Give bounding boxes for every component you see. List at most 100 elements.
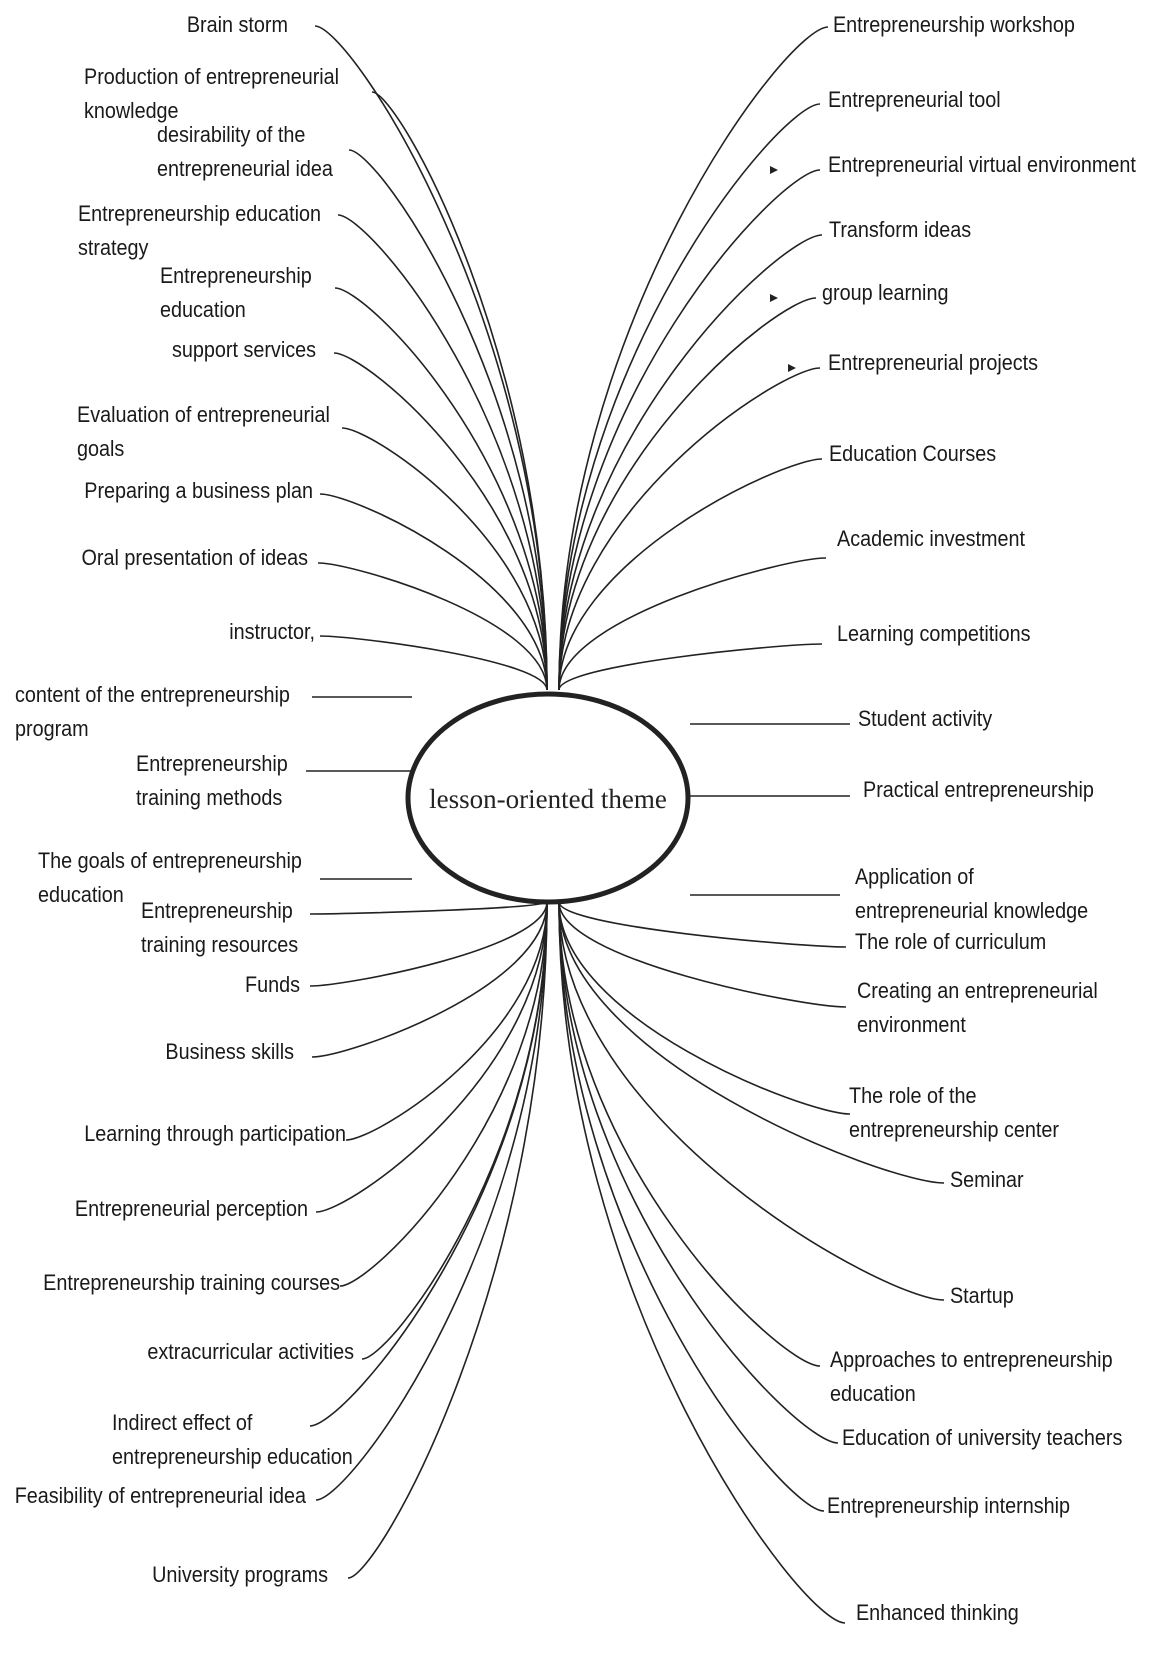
right-sub-theme-label: Transform ideas [829, 218, 971, 242]
label-line: strategy [78, 236, 149, 260]
right-connector-line [558, 901, 847, 1008]
label-line: The goals of entrepreneurship [38, 849, 302, 873]
label-line: entrepreneurial knowledge [855, 899, 1088, 923]
label-line: Entrepreneurship [136, 752, 288, 776]
label-line: group learning [822, 281, 948, 305]
central-theme-ellipse [405, 691, 691, 905]
label-line: Entrepreneurial projects [828, 351, 1038, 375]
label-line: environment [857, 1013, 966, 1037]
right-sub-theme-label: group learning [822, 281, 948, 305]
left-connector-line [347, 901, 548, 1579]
left-sub-theme-label: desirability of the entrepreneurial idea [157, 123, 333, 181]
right-connector-line [558, 901, 851, 1115]
right-sub-theme-label: Approaches to entrepreneurship education [830, 1348, 1113, 1406]
label-line: Entrepreneurship education [78, 202, 321, 226]
label-line: Feasibility of entrepreneurial idea [15, 1484, 307, 1508]
label-line: Entrepreneurship training courses [43, 1271, 340, 1295]
label-line: Business skills [165, 1040, 294, 1064]
label-line: Production of entrepreneurial [84, 65, 339, 89]
right-sub-theme-label: Startup [950, 1284, 1014, 1308]
right-connector-line [558, 458, 823, 691]
left-connector-line [339, 901, 548, 1287]
right-connector-line [558, 901, 945, 1301]
left-sub-theme-label: Entrepreneurship training courses [43, 1271, 340, 1295]
central-theme-node: lesson-oriented theme [405, 691, 691, 905]
label-line: education [830, 1382, 916, 1406]
left-sub-theme-label: Business skills [165, 1040, 294, 1064]
right-sub-theme-label: Education of university teachers [842, 1426, 1122, 1450]
left-sub-theme-label: Feasibility of entrepreneurial idea [15, 1484, 307, 1508]
left-sub-theme-label: support services [172, 338, 316, 362]
right-sub-theme-label: Entrepreneurial tool [828, 88, 1001, 112]
left-connector-line [311, 901, 548, 1058]
left-sub-theme-label: Learning through participation [84, 1122, 346, 1146]
left-connector-line [315, 901, 548, 1213]
label-line: Education Courses [829, 442, 996, 466]
left-sub-theme-label: extracurricular activities [147, 1340, 354, 1364]
right-connector-line [558, 169, 821, 691]
label-line: Learning competitions [837, 622, 1031, 646]
label-line: entrepreneurship center [849, 1118, 1059, 1142]
arrowhead-icon [770, 166, 778, 174]
label-line: Entrepreneurial perception [75, 1197, 308, 1221]
label-line: Evaluation of entrepreneurial [77, 403, 330, 427]
right-connector-line [558, 901, 825, 1512]
right-connector-line [558, 901, 839, 1444]
left-connector-line [309, 901, 548, 915]
left-sub-theme-label: Entrepreneurial perception [75, 1197, 308, 1221]
right-sub-theme-label: The role of curriculum [855, 930, 1046, 954]
left-connector-line [315, 901, 548, 1501]
label-line: desirability of the [157, 123, 305, 147]
label-line: training methods [136, 786, 282, 810]
left-connector-line [317, 562, 548, 691]
left-connector-line [314, 25, 548, 691]
right-connector-line [558, 103, 821, 691]
central-theme-label: lesson-oriented theme [429, 784, 667, 814]
right-sub-theme-label: Learning competitions [837, 622, 1031, 646]
right-connector-line [558, 297, 817, 691]
left-sub-theme-label: instructor, [229, 620, 315, 644]
label-line: entrepreneurial idea [157, 157, 333, 181]
label-line: Academic investment [837, 527, 1025, 551]
right-connector-line [558, 901, 846, 1624]
left-connector-line [361, 901, 548, 1360]
left-sub-theme-label: The goals of entrepreneurship education [38, 849, 302, 907]
left-connector-line [309, 901, 548, 1427]
left-connector-line [345, 901, 548, 1141]
left-connector-line [309, 901, 548, 987]
right-sub-theme-label: Entrepreneurial projects [828, 351, 1038, 375]
label-line: Creating an entrepreneurial [857, 979, 1098, 1003]
right-sub-theme-label: Academic investment [837, 527, 1025, 551]
right-sub-theme-label: Application of entrepreneurial knowledge [855, 865, 1088, 923]
label-line: Seminar [950, 1168, 1024, 1192]
label-line: Transform ideas [829, 218, 971, 242]
label-line: Entrepreneurship internship [827, 1494, 1070, 1518]
label-line: education [38, 883, 124, 907]
label-line: Preparing a business plan [84, 479, 313, 503]
label-line: Student activity [858, 707, 993, 731]
label-line: training resources [141, 933, 298, 957]
left-sub-theme-label: University programs [152, 1563, 328, 1587]
left-connector-line [334, 287, 548, 691]
label-line: University programs [152, 1563, 328, 1587]
label-line: Approaches to entrepreneurship [830, 1348, 1113, 1372]
right-sub-theme-label: Practical entrepreneurship [863, 778, 1094, 802]
label-line: Application of [855, 865, 974, 889]
label-line: Indirect effect of [112, 1411, 253, 1435]
right-sub-theme-label: Creating an entrepreneurial environment [857, 979, 1098, 1037]
right-connector-line [558, 234, 823, 691]
label-line: support services [172, 338, 316, 362]
right-sub-theme-label: Entrepreneurial virtual environment [828, 153, 1136, 177]
connector-lines [306, 25, 945, 1624]
left-sub-theme-label: Evaluation of entrepreneurial goals [77, 403, 330, 461]
left-sub-theme-label: Brain storm [187, 13, 288, 37]
right-sub-theme-label: Education Courses [829, 442, 996, 466]
label-line: Entrepreneurship workshop [833, 13, 1075, 37]
label-line: goals [77, 437, 124, 461]
label-line: Entrepreneurship [160, 264, 312, 288]
label-line: program [15, 717, 89, 741]
right-sub-theme-label: Entrepreneurship internship [827, 1494, 1070, 1518]
